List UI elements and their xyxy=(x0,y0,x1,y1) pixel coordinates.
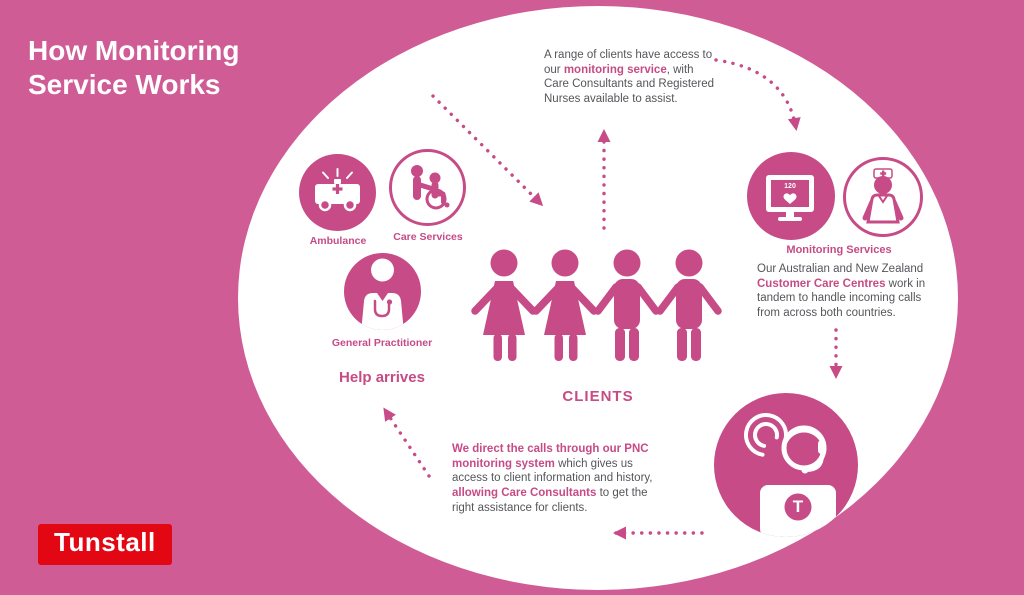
bottom-note-highlight-2: allowing Care Consultants xyxy=(452,487,597,500)
top-note-text-2: , with Care Consultants and Registered N… xyxy=(544,63,715,106)
right-note-text-2: work in tandem to handle incoming calls … xyxy=(757,277,926,320)
clients-label: CLIENTS xyxy=(562,388,634,405)
siren-light-icon xyxy=(322,168,353,179)
ambulance-icon xyxy=(299,154,376,231)
bottom-note: We direct the calls through our PNC moni… xyxy=(452,442,654,516)
monitor-reading: 120 xyxy=(784,183,796,190)
general-practitioner-icon xyxy=(344,253,421,330)
right-note-text-1: Our Australian and New Zealand xyxy=(757,263,924,275)
general-practitioner-label: General Practitioner xyxy=(331,337,433,349)
monitoring-services-label: Monitoring Services xyxy=(786,244,892,256)
bottom-note-text-1: which gives us access to client informat… xyxy=(452,457,653,485)
clients-figures-icon xyxy=(471,249,722,361)
bottom-note-text-2: to get the right assistance for clients. xyxy=(452,487,648,514)
tunstall-logo: Tunstall xyxy=(38,524,172,565)
care-services-icon xyxy=(389,149,466,226)
page-title: How Monitoring Service Works xyxy=(28,35,240,100)
top-note-highlight: monitoring service xyxy=(563,63,667,76)
right-note: Our Australian and New Zealand Customer … xyxy=(757,262,939,321)
top-note-text-1: A range of clients have access to our xyxy=(544,49,713,76)
bottom-note-highlight-1: We direct the calls through our PNC moni… xyxy=(452,443,649,470)
top-note: A range of clients have access to our mo… xyxy=(544,48,718,107)
right-note-highlight: Customer Care Centres xyxy=(757,277,886,290)
care-services-label: Care Services xyxy=(393,231,463,243)
help-arrives-label: Help arrives xyxy=(339,369,425,386)
nurse-icon xyxy=(843,157,923,237)
tunstall-badge: T xyxy=(792,497,804,516)
call-centre-icon xyxy=(714,393,858,537)
headset-icon xyxy=(782,427,826,472)
monitor-screen-icon: 120 xyxy=(747,152,835,240)
ambulance-label: Ambulance xyxy=(309,235,367,247)
